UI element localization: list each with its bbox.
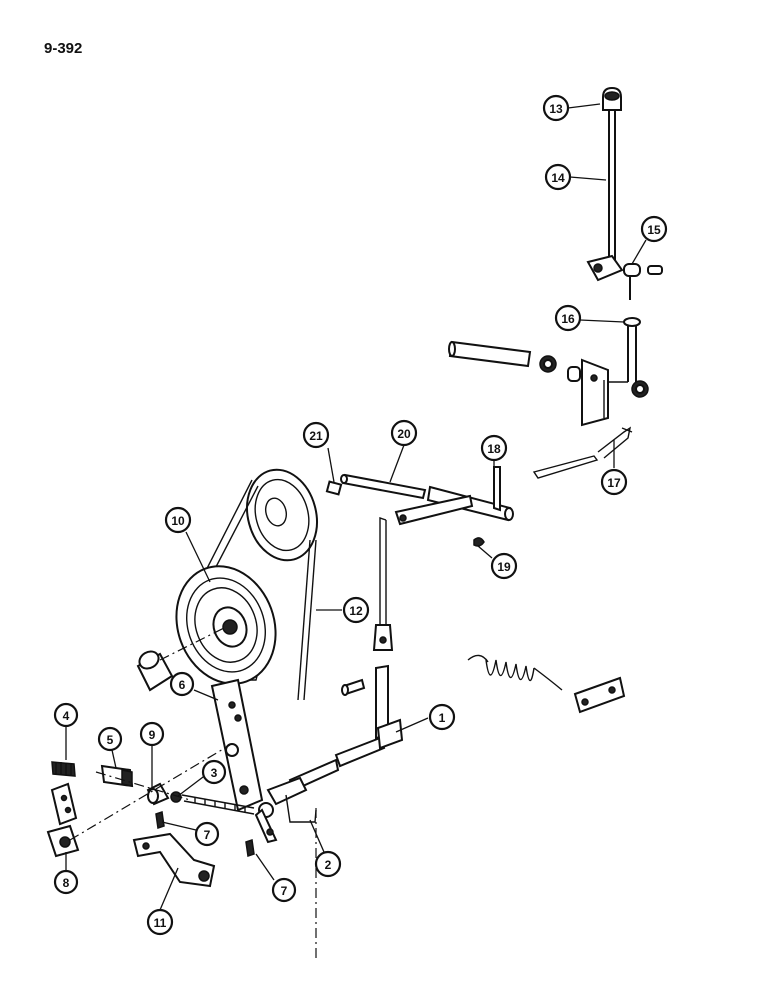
callout-12: 12 bbox=[342, 596, 370, 624]
svg-text:8: 8 bbox=[63, 876, 70, 890]
adjusting-rod-and-clevis bbox=[341, 517, 394, 696]
callout-18: 18 bbox=[480, 434, 508, 462]
callout-17: 17 bbox=[600, 468, 628, 496]
washer-plate bbox=[46, 824, 80, 858]
svg-text:20: 20 bbox=[397, 427, 411, 441]
compression-spring bbox=[51, 761, 76, 777]
control-shaft bbox=[394, 466, 514, 526]
collar-and-lower-rod bbox=[600, 317, 641, 383]
callout-10: 10 bbox=[164, 506, 192, 534]
svg-text:2: 2 bbox=[325, 858, 332, 872]
cross-shaft-and-bushings bbox=[448, 340, 649, 398]
shift-knob bbox=[602, 86, 622, 111]
hub-bushing bbox=[136, 650, 174, 692]
callout-2: 2 bbox=[314, 850, 342, 878]
svg-text:9: 9 bbox=[149, 728, 156, 742]
pin-clip bbox=[325, 480, 343, 496]
svg-text:19: 19 bbox=[497, 560, 511, 574]
set-screws bbox=[155, 811, 255, 857]
pin-rod bbox=[340, 473, 427, 500]
svg-text:14: 14 bbox=[551, 171, 565, 185]
svg-text:7: 7 bbox=[204, 828, 211, 842]
retainer-clip bbox=[473, 537, 485, 547]
shift-link-rods bbox=[532, 426, 633, 479]
callout-leaders bbox=[65, 103, 647, 911]
svg-text:13: 13 bbox=[549, 102, 563, 116]
spring-bracket bbox=[100, 764, 134, 788]
callout-11: 11 bbox=[146, 908, 174, 936]
svg-text:17: 17 bbox=[607, 476, 621, 490]
threaded-rod bbox=[181, 785, 255, 815]
callout-21: 21 bbox=[302, 421, 330, 449]
callout-6: 6 bbox=[169, 671, 195, 697]
callout-14: 14 bbox=[544, 163, 572, 191]
callout-9: 9 bbox=[139, 721, 165, 747]
callout-16: 16 bbox=[554, 304, 582, 332]
callout-19: 19 bbox=[490, 552, 518, 580]
callout-3: 3 bbox=[201, 759, 227, 785]
spring-anchor-plate bbox=[573, 676, 626, 714]
callout-20: 20 bbox=[390, 419, 418, 447]
idler-bracket bbox=[210, 678, 264, 812]
callout-7-left: 7 bbox=[194, 821, 220, 847]
svg-text:6: 6 bbox=[179, 678, 186, 692]
svg-text:15: 15 bbox=[647, 223, 661, 237]
shift-rod bbox=[608, 110, 616, 265]
svg-text:5: 5 bbox=[107, 733, 114, 747]
svg-text:10: 10 bbox=[171, 514, 185, 528]
svg-text:1: 1 bbox=[439, 711, 446, 725]
svg-text:16: 16 bbox=[561, 312, 575, 326]
upper-pulley bbox=[246, 468, 318, 562]
svg-text:4: 4 bbox=[63, 709, 70, 723]
page-number: 9-392 bbox=[44, 40, 83, 57]
pivot-bracket bbox=[586, 254, 663, 300]
callout-13: 13 bbox=[542, 94, 570, 122]
callout-4: 4 bbox=[53, 702, 79, 728]
svg-text:11: 11 bbox=[154, 916, 167, 930]
svg-text:18: 18 bbox=[487, 442, 501, 456]
callout-7-right: 7 bbox=[271, 877, 297, 903]
svg-text:12: 12 bbox=[349, 604, 363, 618]
svg-text:3: 3 bbox=[211, 766, 218, 780]
lower-pulley bbox=[175, 565, 277, 685]
callout-15: 15 bbox=[640, 215, 668, 243]
svg-text:21: 21 bbox=[309, 429, 323, 443]
small-plate bbox=[50, 782, 78, 826]
spacer-bushing bbox=[146, 782, 170, 806]
callout-1: 1 bbox=[428, 703, 456, 731]
pivot-arm bbox=[254, 776, 317, 844]
callout-5: 5 bbox=[97, 726, 123, 752]
control-lever bbox=[288, 664, 404, 792]
mounting-plate bbox=[581, 358, 609, 427]
svg-text:7: 7 bbox=[281, 884, 288, 898]
tension-spring bbox=[467, 654, 563, 691]
callout-8: 8 bbox=[53, 869, 79, 895]
mounting-strap bbox=[132, 832, 216, 888]
